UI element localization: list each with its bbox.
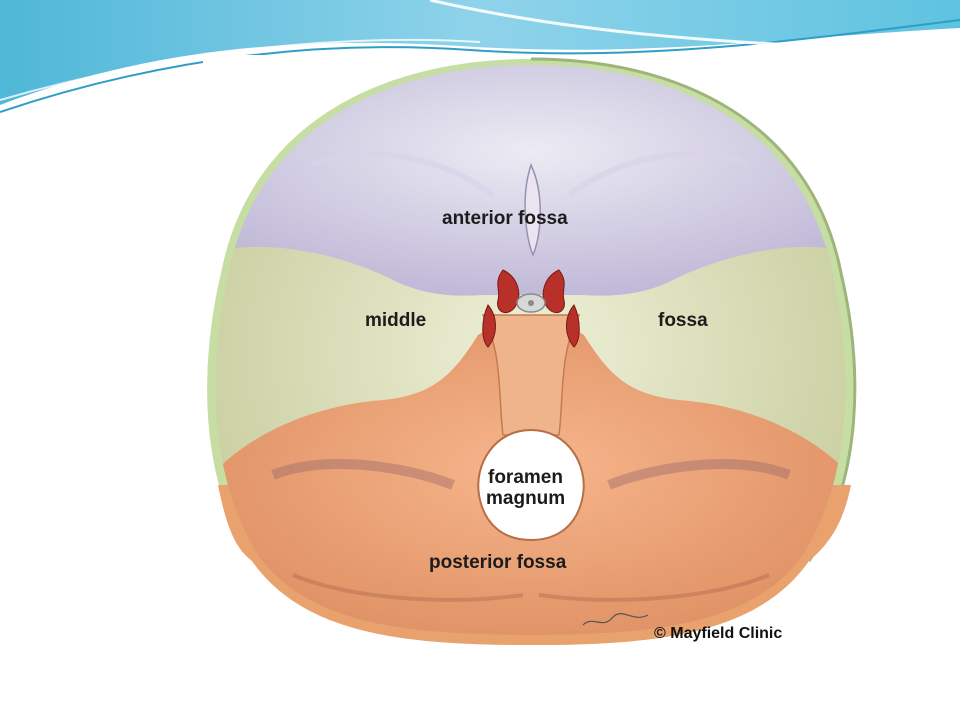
copyright-credit: © Mayfield Clinic — [654, 625, 783, 642]
label-magnum: magnum — [486, 488, 566, 509]
carotid-arteries — [482, 269, 580, 348]
label-middle: middle — [365, 310, 427, 331]
foramen-magnum-opening — [477, 428, 585, 542]
header-swoosh — [0, 0, 960, 113]
label-posterior-fossa: posterior fossa — [429, 552, 567, 573]
skull-base-illustration — [207, 57, 857, 645]
label-fossa: fossa — [658, 310, 708, 331]
skull-base-figure: anterior fossa middle fossa foramen magn… — [203, 55, 859, 648]
label-foramen: foramen — [488, 467, 563, 488]
label-anterior-fossa: anterior fossa — [442, 208, 568, 229]
